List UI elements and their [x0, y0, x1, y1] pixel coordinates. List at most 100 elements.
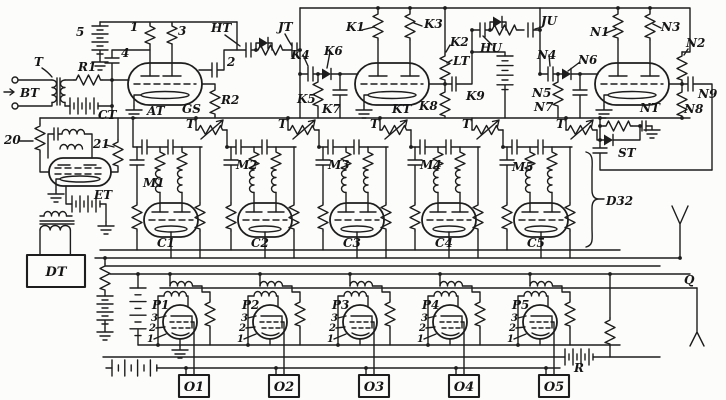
label-n2: N2 — [685, 36, 705, 50]
label-p1-pin2: 2 — [148, 323, 156, 334]
label-k6: K6 — [323, 44, 343, 58]
variable-resistor-T4 — [471, 117, 504, 148]
label-c3: C3 — [343, 236, 361, 250]
label-p4: P4 — [421, 298, 439, 312]
label-k3: K3 — [423, 17, 443, 31]
variable-resistor-T1 — [195, 117, 228, 148]
labels: BT T R1 CT 5 1 3 4 2 AT GS R2 HT JT 20 2… — [3, 14, 718, 395]
transformer-T — [17, 77, 66, 107]
label-d32: D32 — [605, 194, 633, 208]
label-k1: K1 — [345, 20, 365, 34]
box-O2 — [267, 373, 301, 399]
variable-resistor-T5 — [565, 117, 601, 141]
label-p4-pin3: 3 — [421, 313, 428, 324]
ht-jt-network — [236, 7, 301, 119]
tube-ET — [48, 157, 112, 191]
label-bt: BT — [19, 86, 40, 100]
label-n8: N8 — [683, 102, 704, 116]
label-p5: P5 — [511, 298, 529, 312]
label-r2: R2 — [220, 93, 239, 107]
tube-AT — [127, 62, 203, 107]
output-transformer-ET — [39, 210, 75, 256]
box-DT — [25, 253, 87, 289]
label-p2: P2 — [241, 298, 259, 312]
label-pointers — [19, 22, 689, 148]
label-n6: N6 — [577, 53, 598, 67]
label-p3: P3 — [331, 298, 349, 312]
label-res21: 21 — [92, 137, 110, 151]
label-o3: O3 — [364, 380, 384, 395]
input-terminal-bottom — [11, 102, 19, 110]
capacitor-4 — [104, 49, 151, 81]
label-k9: K9 — [465, 89, 485, 103]
brace-D32 — [585, 151, 605, 248]
label-res3: 3 — [178, 24, 186, 38]
ground-tube-NT — [595, 105, 613, 119]
input-wires — [64, 79, 130, 119]
label-c4: C4 — [435, 236, 453, 250]
label-m1: M1 — [142, 176, 165, 190]
label-ht: HT — [210, 21, 232, 35]
label-p3-pin1: 1 — [327, 334, 334, 345]
label-ju: JU — [539, 14, 559, 28]
ground-battery-ET — [97, 221, 115, 235]
label-p1-pin3: 3 — [151, 313, 158, 324]
label-t-bus-3: T — [370, 117, 380, 131]
label-k5: K5 — [296, 92, 316, 106]
label-o5: O5 — [544, 380, 564, 395]
label-p5-pin2: 2 — [508, 323, 516, 334]
left-supply-column — [96, 257, 148, 346]
label-n5: N5 — [531, 86, 551, 100]
label-k7: K7 — [321, 102, 341, 116]
p-stage-2 — [243, 273, 306, 399]
c-stage-4 — [407, 139, 484, 259]
label-m4: M4 — [419, 158, 442, 172]
junction-dots — [103, 6, 684, 370]
resistor-K1 — [372, 7, 384, 77]
label-p5-pin3: 3 — [511, 313, 518, 324]
label-n3: N3 — [660, 20, 680, 34]
label-t-bus-4: T — [462, 117, 472, 131]
st-network — [592, 117, 713, 171]
label-p1-pin1: 1 — [147, 334, 154, 345]
label-gs: GS — [182, 102, 201, 116]
resistor-R1 — [73, 74, 103, 86]
label-t-bus-5: T — [556, 117, 566, 131]
c-stage-3 — [315, 139, 392, 259]
label-o4: O4 — [454, 380, 474, 395]
label-p5-pin1: 1 — [507, 334, 514, 345]
label-m5: M5 — [511, 160, 534, 174]
label-k8: K8 — [418, 99, 438, 113]
label-hu: HU — [479, 41, 503, 55]
box-O5 — [537, 373, 571, 399]
counterpoise-arrow-icon — [689, 287, 705, 347]
label-p3-pin3: 3 — [331, 313, 338, 324]
resistor-right-bottom — [604, 273, 616, 358]
label-p2-pin1: 1 — [237, 334, 244, 345]
p-stage-4 — [423, 273, 486, 399]
resistor-N3 — [644, 7, 656, 77]
input-terminal-top — [11, 76, 19, 84]
label-cap2: 2 — [226, 55, 235, 69]
resistor-K3 — [404, 7, 416, 77]
label-c5: C5 — [527, 236, 545, 250]
label-p4-pin2: 2 — [418, 323, 426, 334]
label-et: ET — [93, 188, 113, 202]
resistor-21 — [110, 117, 124, 173]
label-n4: N4 — [536, 48, 556, 62]
label-o2: O2 — [274, 380, 294, 395]
lower-buses — [94, 249, 698, 369]
c-stage-1 — [129, 139, 206, 259]
resistor-3 — [166, 23, 178, 77]
label-r-battery: R — [573, 361, 584, 375]
resistor-R2 — [201, 83, 221, 119]
label-k2: K2 — [449, 35, 469, 49]
box-O1 — [177, 373, 211, 399]
tube-KT — [354, 62, 430, 107]
label-res1: 1 — [130, 20, 138, 34]
label-res20: 20 — [3, 133, 21, 147]
main-bus-and-couplers — [39, 117, 691, 148]
label-dt: DT — [45, 265, 68, 280]
